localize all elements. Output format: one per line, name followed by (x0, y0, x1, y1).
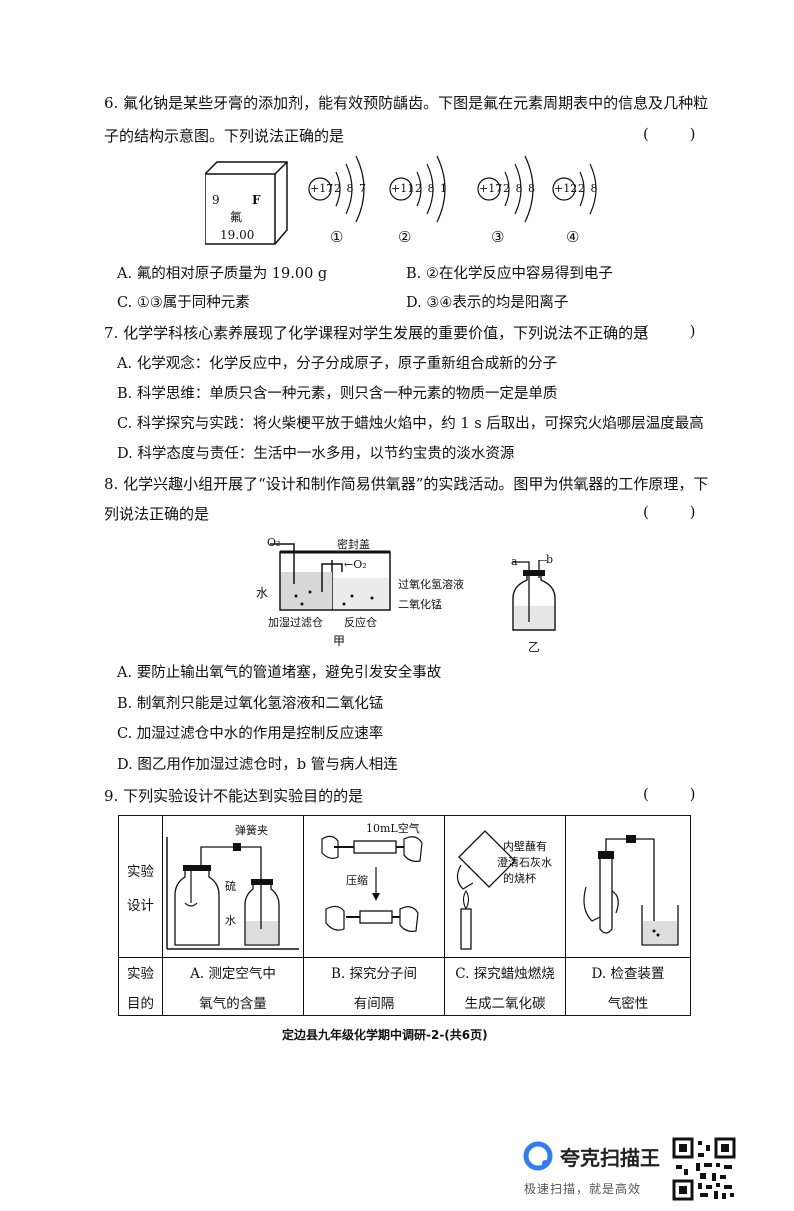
particle-2-diagram: +11 2 8 1 (387, 150, 447, 230)
q8-fig-reaction-chamber: 反应仓 (344, 616, 377, 629)
element-mass: 19.00 (220, 228, 255, 242)
purpose-cell-b: B. 探究分子间 有间隔 (303, 957, 445, 1016)
purpose-c-line1: C. 探究蜡烛燃烧 (455, 965, 555, 982)
q6-option-c: C. ①③属于同种元素 (117, 295, 250, 311)
purpose-d-line1: D. 检查装置 (591, 965, 665, 982)
q9-answer-paren: ( ) (643, 785, 714, 803)
q8-option-c: C. 加湿过滤仓中水的作用是控制反应速率 (117, 726, 384, 742)
q9-stem: 9. 下列实验设计不能达到实验目的的是 (104, 787, 364, 805)
purpose-b-line1: B. 探究分子间 (330, 965, 417, 982)
label-compress: 压缩 (346, 874, 368, 887)
q8-fig-water: 水 (256, 586, 269, 600)
particle-4-diagram: +12 2 8 (550, 150, 610, 230)
design-cell-d (565, 815, 691, 958)
q8-stem-line1: 8. 化学兴趣小组开展了“设计和制作简易供氧器”的实践活动。图甲为供氧器的工作原… (104, 475, 709, 493)
purpose-a-line2: 氧气的含量 (199, 995, 267, 1012)
particle-1-shells: 2 8 7 (334, 182, 367, 195)
row-header-purpose-line1: 实验 (127, 965, 154, 982)
purpose-cell-d: D. 检查装置 气密性 (565, 957, 691, 1016)
particle-1-diagram: +17 2 8 7 (306, 150, 366, 230)
purpose-row: 实验 目的 A. 测定空气中 氧气的含量 B. 探究分子间 有间隔 C. 探究蜡… (118, 957, 691, 1016)
q8-answer-paren: ( ) (643, 503, 714, 521)
particle-2-nucleus: +11 (391, 182, 415, 195)
particle-2-shells: 2 8 1 (415, 182, 448, 195)
element-tile-fluorine (205, 161, 288, 245)
q6-stem-line1: 6. 氟化钠是某些牙膏的添加剂，能有效预防龋齿。下图是氟在元素周期表中的信息及几… (104, 94, 709, 112)
q8-fig-humid-chamber: 加湿过滤仓 (268, 616, 323, 629)
purpose-d-line2: 气密性 (607, 995, 649, 1012)
q6-option-a: A. 氟的相对原子质量为 19.00 g (117, 266, 328, 282)
row-header-purpose: 实验 目的 (118, 957, 163, 1016)
q8-fig-tube-b: b (546, 553, 554, 566)
particle-3-diagram: +17 2 8 8 (475, 150, 535, 230)
q8-fig-mno2: 二氧化锰 (398, 598, 442, 611)
design-cell-b: 10mL空气 压缩 (303, 815, 445, 958)
row-header-purpose-line2: 目的 (127, 995, 154, 1012)
q6-answer-paren: ( ) (643, 125, 714, 143)
particle-2-label: ② (398, 228, 412, 246)
q8-option-a: A. 要防止输出氧气的管道堵塞，避免引发安全事故 (117, 665, 442, 681)
q8-fig-h2o2: 过氧化氢溶液 (398, 578, 464, 591)
experiment-table: 实验 设计 弹簧夹 (118, 815, 691, 1016)
row-header-design-line1: 实验 (127, 863, 154, 880)
qr-code-icon (672, 1137, 736, 1201)
row-header-design: 实验 设计 (118, 815, 163, 958)
label-beaker-note-2: 澄清石灰水 (497, 856, 552, 869)
q8-fig-jia-caption: 甲 (333, 634, 346, 648)
q7-answer-paren: ( ) (643, 322, 714, 340)
q7-option-a: A. 化学观念：化学反应中，分子分成原子，原子重新组合成新的分子 (117, 356, 558, 372)
airtightness-check-diagram (583, 834, 679, 946)
purpose-cell-c: C. 探究蜡烛燃烧 生成二氧化碳 (444, 957, 566, 1016)
purpose-c-line2: 生成二氧化碳 (464, 995, 546, 1012)
oxygen-content-apparatus (166, 836, 299, 950)
label-spring-clamp: 弹簧夹 (235, 824, 268, 837)
purpose-b-line2: 有间隔 (353, 995, 395, 1012)
q7-option-c: C. 科学探究与实践：将火柴梗平放于蜡烛火焰中，约 1 s 后取出，可探究火焰哪… (117, 416, 704, 432)
label-beaker-note-1: 内壁蘸有 (503, 840, 547, 853)
q8-fig-o2-out: O₂ (267, 536, 281, 549)
q6-option-d: D. ③④表示的均是阳离子 (406, 295, 569, 311)
label-water: 水 (225, 914, 236, 927)
purpose-cell-a: A. 测定空气中 氧气的含量 (162, 957, 304, 1016)
watermark-brand: 夸克扫描王 (560, 1146, 660, 1170)
particle-4-shells: 2 8 (578, 182, 599, 195)
q8-fig-tube-a: a (511, 555, 518, 568)
purpose-a-line1: A. 测定空气中 (190, 965, 276, 982)
q6-stem-line2: 子的结构示意图。下列说法正确的是 (104, 127, 345, 145)
syringe-compression-diagram (321, 835, 423, 932)
oxygen-generator-diagram (270, 543, 391, 611)
row-header-design-line2: 设计 (127, 897, 154, 914)
particle-4-nucleus: +12 (554, 182, 578, 195)
particle-1-nucleus: +17 (310, 182, 334, 195)
q7-option-d: D. 科学态度与责任：生活中一水多用，以节约宝贵的淡水资源 (117, 446, 515, 462)
quark-logo-icon (523, 1141, 553, 1171)
label-10ml-air: 10mL空气 (366, 822, 420, 835)
q8-stem-line2: 列说法正确的是 (104, 505, 210, 523)
element-number: 9 (212, 193, 220, 207)
q7-stem: 7. 化学学科核心素养展现了化学课程对学生发展的重要价值，下列说法不正确的是 (104, 324, 649, 342)
page-footer: 定边县九年级化学期中调研-2-(共6页) (282, 1028, 488, 1042)
watermark-slogan: 极速扫描，就是高效 (524, 1182, 642, 1196)
particle-3-label: ③ (491, 228, 505, 246)
label-beaker-note-3: 的烧杯 (503, 872, 536, 885)
particle-1-label: ① (330, 228, 344, 246)
q7-option-b: B. 科学思维：单质只含一种元素，则只含一种元素的物质一定是单质 (117, 386, 558, 402)
particle-4-label: ④ (566, 228, 580, 246)
q8-fig-lid: 密封盖 (337, 538, 370, 551)
candle-beaker-diagram (456, 829, 516, 950)
design-cell-c: 内壁蘸有 澄清石灰水 的烧杯 (444, 815, 566, 958)
element-symbol: F (252, 193, 261, 207)
q6-option-b: B. ②在化学反应中容易得到电子 (406, 266, 613, 282)
design-cell-a: 弹簧夹 硫 水 (162, 815, 304, 958)
q8-fig-yi-caption: 乙 (528, 640, 541, 654)
gas-washing-bottle-diagram (512, 560, 556, 631)
label-sulfur: 硫 (225, 880, 236, 893)
design-row: 实验 设计 弹簧夹 (118, 815, 691, 958)
q8-option-d: D. 图乙用作加湿过滤仓时，b 管与病人相连 (117, 757, 398, 773)
particle-3-nucleus: +17 (479, 182, 503, 195)
element-name: 氟 (230, 210, 243, 224)
q8-option-b: B. 制氧剂只能是过氧化氢溶液和二氧化锰 (117, 696, 384, 712)
particle-3-shells: 2 8 8 (503, 182, 536, 195)
q8-fig-o2-arrow: ←O₂ (344, 558, 367, 571)
